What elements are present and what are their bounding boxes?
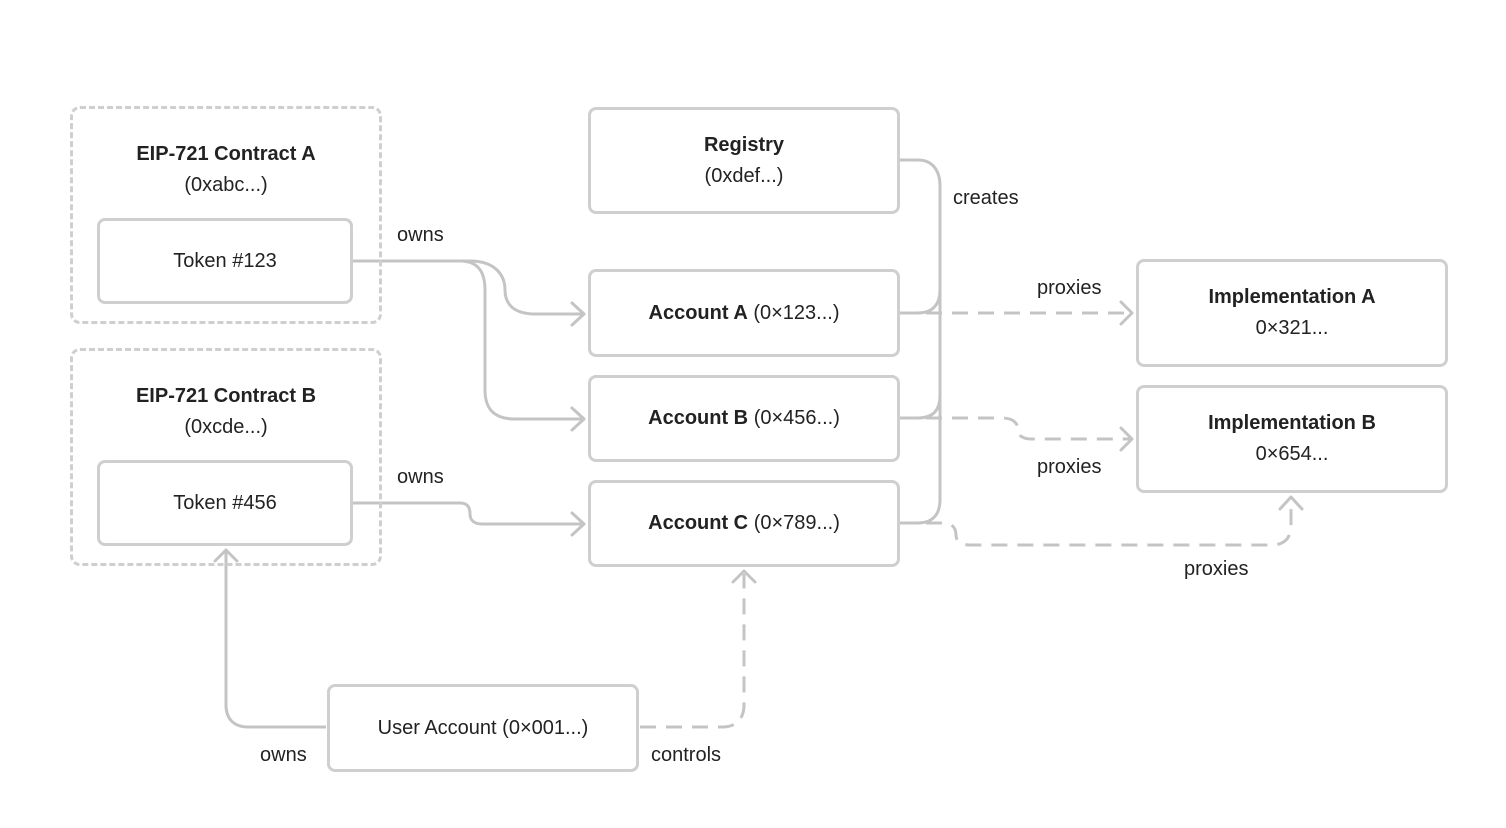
implementation-a-title: Implementation A	[1208, 286, 1376, 308]
contract-a-address: (0xabc...)	[184, 174, 268, 196]
arrowhead-impl-a	[1119, 300, 1134, 326]
arrowhead-impl-b	[1119, 426, 1134, 452]
contract-a-group: EIP-721 Contract A (0xabc...)	[70, 106, 382, 324]
registry-box: Registry (0xdef...)	[588, 107, 900, 214]
token-456-box: Token #456	[97, 460, 353, 546]
implementation-a-address: 0×321...	[1255, 317, 1329, 339]
edge-label-owns-2: owns	[397, 466, 444, 488]
edge-label-proxies-2: proxies	[1037, 456, 1102, 478]
token-456-label: Token #456	[173, 491, 277, 514]
edge-label-owns-1: owns	[397, 224, 444, 246]
implementation-b-title: Implementation B	[1208, 412, 1376, 434]
registry-title: Registry	[703, 133, 785, 156]
edge-token456-account-c	[352, 501, 584, 526]
contract-b-address: (0xcde...)	[184, 416, 268, 438]
arrowhead-account-b	[570, 406, 586, 432]
edge-registry-creates	[900, 158, 942, 525]
edge-account-b-proxies-impl-b	[926, 416, 1130, 441]
edge-user-owns-token456	[224, 552, 326, 729]
user-account-label: User Account (0×001...)	[377, 716, 589, 739]
account-b-address: (0×456...)	[753, 407, 840, 429]
contract-b-title: EIP-721 Contract B	[135, 385, 317, 407]
arrowhead-token456-up	[213, 548, 239, 563]
edge-user-controls-account-c	[640, 574, 746, 729]
registry-address: (0xdef...)	[704, 164, 784, 187]
arrowhead-account-c-up	[731, 569, 757, 584]
edge-token123-account-b	[459, 259, 584, 421]
arrowhead-impl-b-up	[1278, 495, 1304, 511]
implementation-b-address: 0×654...	[1255, 443, 1329, 465]
account-b-box: Account B (0×456...)	[588, 375, 900, 462]
edge-label-controls: controls	[651, 744, 722, 766]
account-c-name: Account C	[648, 512, 749, 534]
token-123-box: Token #123	[97, 218, 353, 304]
edge-token123-account-a	[352, 259, 584, 316]
edge-label-proxies-1: proxies	[1037, 277, 1102, 299]
user-account-box: User Account (0×001...)	[327, 684, 639, 772]
implementation-a-box: Implementation A 0×321...	[1136, 259, 1448, 367]
account-c-box: Account C (0×789...)	[588, 480, 900, 567]
edge-creates-account-b	[900, 395, 942, 420]
implementation-b-box: Implementation B 0×654...	[1136, 385, 1448, 493]
account-c-address: (0×789...)	[753, 512, 840, 534]
account-a-box: Account A (0×123...)	[588, 269, 900, 357]
edge-label-owns-3: owns	[260, 744, 307, 766]
token-123-label: Token #123	[173, 249, 277, 272]
account-b-name: Account B	[648, 407, 749, 429]
edge-label-creates: creates	[953, 187, 1019, 209]
contract-a-title: EIP-721 Contract A	[136, 143, 316, 165]
edge-label-proxies-3: proxies	[1184, 558, 1249, 580]
edge-account-c-proxies-impl-b	[926, 500, 1293, 547]
account-a-name: Account A	[648, 301, 748, 324]
arrowhead-account-a	[570, 301, 586, 327]
account-a-address: (0×123...)	[753, 301, 840, 324]
arrowhead-account-c	[570, 511, 586, 537]
edge-creates-account-a	[900, 289, 942, 315]
contract-b-group: EIP-721 Contract B (0xcde...)	[70, 348, 382, 566]
